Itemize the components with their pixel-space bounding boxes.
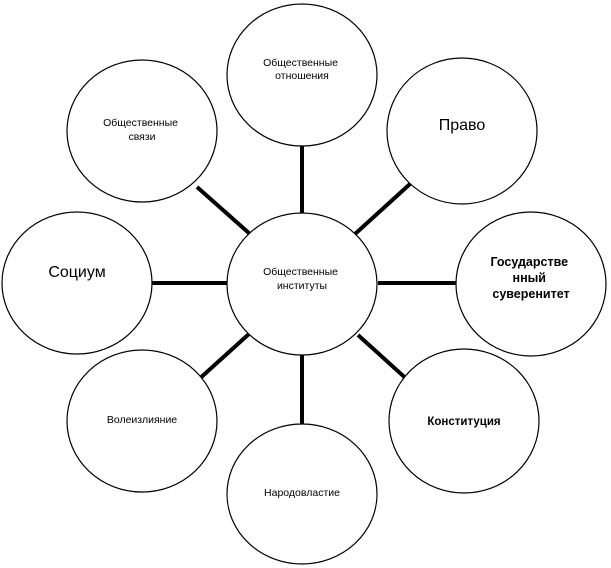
node-constitution-circle <box>388 348 540 494</box>
node-constitution: Конституция <box>388 348 540 494</box>
node-relations-circle <box>226 3 378 147</box>
node-law: Право <box>386 57 538 205</box>
node-society-circle <box>1 211 153 355</box>
node-democracy-circle <box>226 423 378 565</box>
node-connections-circle <box>66 59 218 203</box>
node-will-circle <box>66 349 218 493</box>
node-society: Социум <box>1 211 153 355</box>
connectors <box>152 146 456 425</box>
node-democracy: Народовластие <box>226 423 378 565</box>
node-sovereignty: Государстве нный суверенитет <box>455 211 607 357</box>
node-center-label: Общественные институты <box>263 266 341 292</box>
node-center-circle <box>226 212 378 356</box>
node-relations-label: Общественные отношения <box>263 57 341 82</box>
node-connections-label: Общественные связи <box>103 117 181 143</box>
node-society-label: Социум <box>48 264 105 281</box>
connector-connections <box>195 185 252 236</box>
node-democracy-label: Народовластие <box>264 487 340 499</box>
node-sovereignty-circle <box>455 211 607 357</box>
node-relations: Общественные отношения <box>226 3 378 147</box>
node-law-circle <box>386 57 538 205</box>
connector-law <box>353 182 412 236</box>
connector-will <box>195 331 252 383</box>
node-law-label: Право <box>439 117 486 134</box>
node-will-label: Волеизлияние <box>107 414 177 426</box>
node-connections: Общественные связи <box>66 59 218 203</box>
node-center: Общественные институты <box>226 212 378 356</box>
node-constitution-label: Конституция <box>427 416 500 428</box>
node-sovereignty-label: Государстве нный суверенитет <box>490 255 571 301</box>
connector-constitution <box>356 333 413 385</box>
node-will: Волеизлияние <box>66 349 218 493</box>
